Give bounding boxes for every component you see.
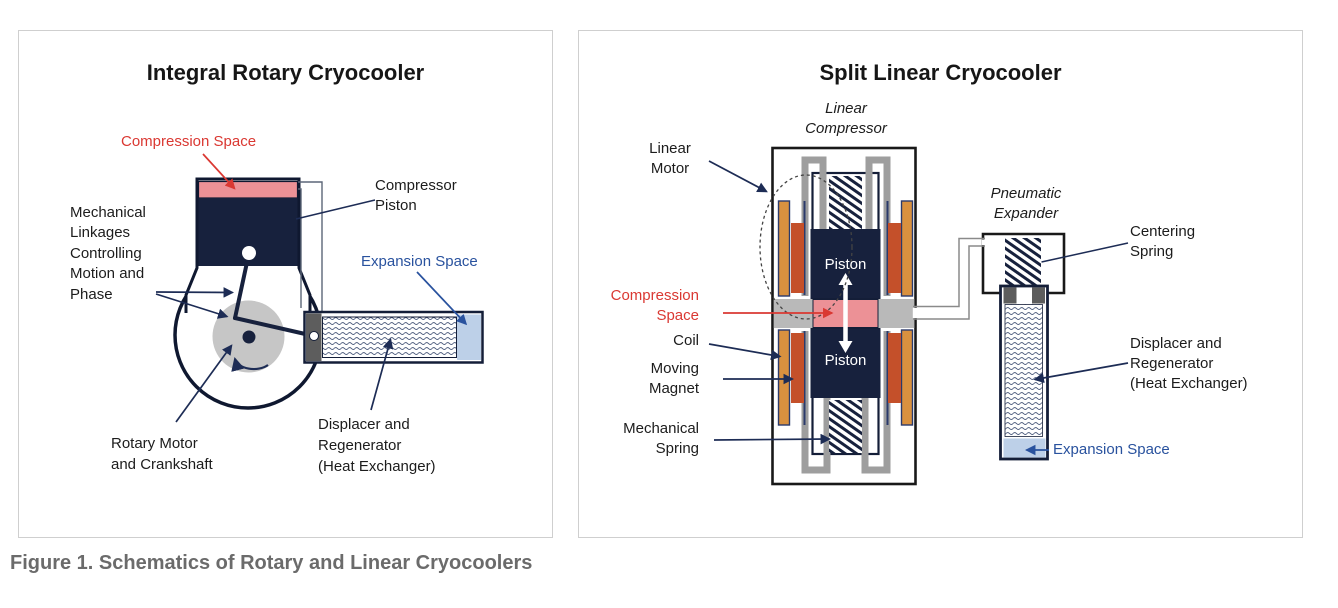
label-rotary-motor: Rotary Motor and Crankshaft [111,435,213,473]
coil-arrow [708,343,782,361]
compression-space-fill [197,180,299,199]
displacer-arrow [370,337,394,411]
label-coil: Coil [673,332,699,349]
compression-space-arrow [202,153,236,190]
panel-title-left: Integral Rotary Cryocooler [146,60,425,85]
piston-pin [242,246,256,260]
label-linear-compressor: Linear Compressor [805,100,887,137]
label-displacer-regenerator: Displacer and Regenerator (Heat Exchange… [318,416,436,475]
rotary-cryocooler-panel: Integral Rotary Cryocooler Compression S… [18,30,553,538]
magnet-bottom-left [791,333,804,403]
linear-motor-arrow [708,160,768,193]
motion-arrow-down [838,341,853,353]
coil-bottom-left [777,329,791,426]
magnet-bottom-right [888,333,901,403]
label-pneumatic-expander: Pneumatic Expander [990,185,1062,222]
coil-top-left [777,200,791,297]
transfer-duct-inner [298,188,302,308]
linkage-arrow-1 [155,287,235,298]
transfer-line-wall-1 [913,237,985,308]
linear-cryocooler-diagram [708,146,1129,486]
label-piston-bottom: Piston [824,352,867,369]
rotary-cryocooler-diagram [155,153,484,423]
mechanical-spring-bottom [829,400,862,453]
tube-break-left [912,307,918,318]
label-piston-top: Piston [824,256,867,273]
label-expansion-space: Expansion Space [1053,441,1170,458]
coil-bottom-right [900,329,914,426]
label-compression-space: Compression Space [610,287,699,324]
label-mechanical-spring: Mechanical Spring [623,420,699,457]
tube-break-right [981,239,987,245]
label-compressor-piston: Compressor Piston [375,177,457,214]
label-linear-motor: Linear Motor [649,140,691,177]
cylinder-band-right [878,299,915,328]
label-expansion-space: Expansion Space [361,253,478,270]
displacer-seal-left [1003,287,1017,304]
label-mechanical-linkages: Mechanical Linkages Controlling Motion a… [70,204,146,303]
centering-spring-hatch [1005,238,1041,285]
motion-arrow-up [838,273,853,285]
rotation-arrow [231,357,269,372]
transfer-line-wall-2 [913,245,985,320]
displacer-seal-right [1032,287,1045,304]
magnet-top-left [791,223,804,293]
rotary-motor-arrow [175,344,233,423]
compressor-piston-leader [295,199,376,220]
cylinder-outline [184,177,312,313]
panel-title-right: Split Linear Cryocooler [819,60,1062,85]
crank-center-dot [242,330,256,344]
label-moving-magnet: Moving Magnet [648,360,699,397]
transfer-duct-outer [298,181,323,311]
linkage-arrow-2 [155,293,229,319]
linear-cryocooler-panel: Split Linear Cryocooler Linear Compresso… [578,30,1303,538]
label-centering-spring: Centering Spring [1130,223,1196,260]
regenerator-hatch [1004,304,1043,437]
displacer-arrow [1033,362,1129,384]
magnet-top-right [888,223,901,293]
linear-motor-ellipse [759,174,853,320]
coil-top-right [900,200,914,297]
displacer-pin [309,331,319,341]
label-compression-space: Compression Space [121,133,257,150]
mechanical-spring-arrow [713,433,832,445]
figure-caption: Figure 1. Schematics of Rotary and Linea… [10,552,533,574]
centering-spring-leader [1041,242,1129,263]
regenerator-hatch [322,316,457,358]
expansion-space-fill [1003,438,1046,458]
expander-head-outline [981,232,1066,295]
mechanical-spring-top [829,176,862,229]
expansion-space-arrow [416,271,468,326]
connecting-rod-displacer [233,316,316,338]
label-displacer-regenerator: Displacer and Regenerator (Heat Exchange… [1130,335,1248,392]
connecting-rod-piston [233,251,251,320]
expansion-space-fill [457,314,481,360]
stator-lines [803,201,889,425]
